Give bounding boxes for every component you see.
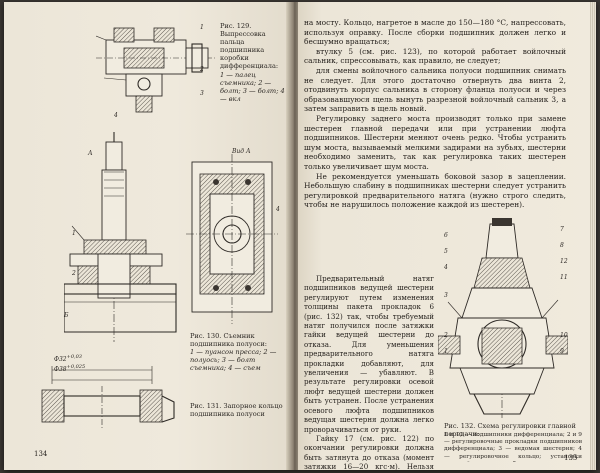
fig132-num-5: 5: [444, 248, 448, 255]
fig132-num-7: 7: [560, 226, 564, 233]
fig132-num-9: 9: [560, 348, 564, 355]
view-a-label: Вид А: [232, 148, 251, 155]
fig130-num-3: 2: [72, 270, 76, 277]
right-page-text-top: на мосту. Кольцо, нагретое в масле до 15…: [304, 18, 566, 210]
fig129-num-1: 1: [200, 24, 204, 31]
fig131-caption: Рис. 131. Запорное кольцо подшипника пол…: [190, 402, 283, 418]
paragraph: на мосту. Кольцо, нагретое в масле до 15…: [304, 18, 566, 47]
fig130-drawing-press: [64, 132, 184, 342]
fig132-drawing: [438, 218, 568, 418]
fig129-num-4: 4: [114, 112, 118, 119]
fig130-num-1: А: [88, 150, 93, 157]
paragraph: Гайку 17 (см. рис. 122) по окончании рег…: [304, 433, 434, 470]
page-number-left: 134: [34, 450, 48, 458]
fig129-legend: 1 — палец съемника; 2 — болт; 3 — болт; …: [220, 71, 285, 103]
page-edges: [590, 2, 596, 470]
fig132-num-8: 8: [560, 242, 564, 249]
fig129-drawing: [96, 18, 218, 118]
paragraph: Не рекомендуется уменьшать боковой зазор…: [304, 171, 566, 210]
dim-d38: Ф38+0,025: [54, 364, 86, 373]
fig129-caption: Рис. 129. Выпрессовка пальца подшипника …: [220, 22, 285, 103]
fig132-legend: 1 и 10 — подшипники дифференциала; 2 и 9…: [444, 432, 582, 462]
open-book: 1 2 3 4 Рис. 129. Выпрессовка пальца под…: [4, 2, 596, 470]
fig132-num-6: 6: [444, 232, 448, 239]
fig130-num-2: 1: [72, 230, 76, 237]
fig130-drawing-view-a: [186, 154, 278, 324]
fig129-num-3: 3: [200, 90, 204, 97]
paragraph: втулку 5 (см. рис. 123), по которой рабо…: [304, 46, 566, 66]
fig132-num-10: 10: [560, 332, 568, 339]
fig132-num-11: 11: [560, 274, 568, 281]
fig130-label-b: Б: [64, 312, 69, 319]
dim-d32: Ф32+0,03: [54, 354, 82, 363]
page-number-right: 135: [564, 454, 578, 462]
right-page-column-text: Предварительный натяг подшипников ведуще…: [304, 274, 434, 470]
fig131-drawing: [32, 362, 182, 432]
fig129-num-2: 2: [200, 66, 204, 73]
view-a-num: 4: [276, 206, 280, 213]
left-page: 1 2 3 4 Рис. 129. Выпрессовка пальца под…: [4, 2, 290, 470]
fig130-legend: 1 — пуансон пресса; 2 — полуось; 3 — бол…: [190, 348, 277, 372]
fig132-caption: Рис. 132. Схема регулировки главной пере…: [444, 422, 576, 438]
fig132-num-12: 12: [560, 258, 568, 265]
fig132-num-3: 3: [444, 292, 448, 299]
right-page: на мосту. Кольцо, нагретое в масле до 15…: [298, 2, 596, 470]
paragraph: Предварительный натяг подшипников ведуще…: [304, 274, 434, 434]
fig132-num-4: 4: [444, 264, 448, 271]
paragraph: Регулировку заднего моста производят тол…: [304, 113, 566, 171]
paragraph: для смены войлочного сальника полуоси по…: [304, 65, 566, 114]
fig132-num-1: 1: [444, 348, 448, 355]
fig132-num-2: 2: [444, 332, 448, 339]
fig130-caption: Рис. 130. Съемник подшипника полуоси: 1 …: [190, 332, 286, 372]
